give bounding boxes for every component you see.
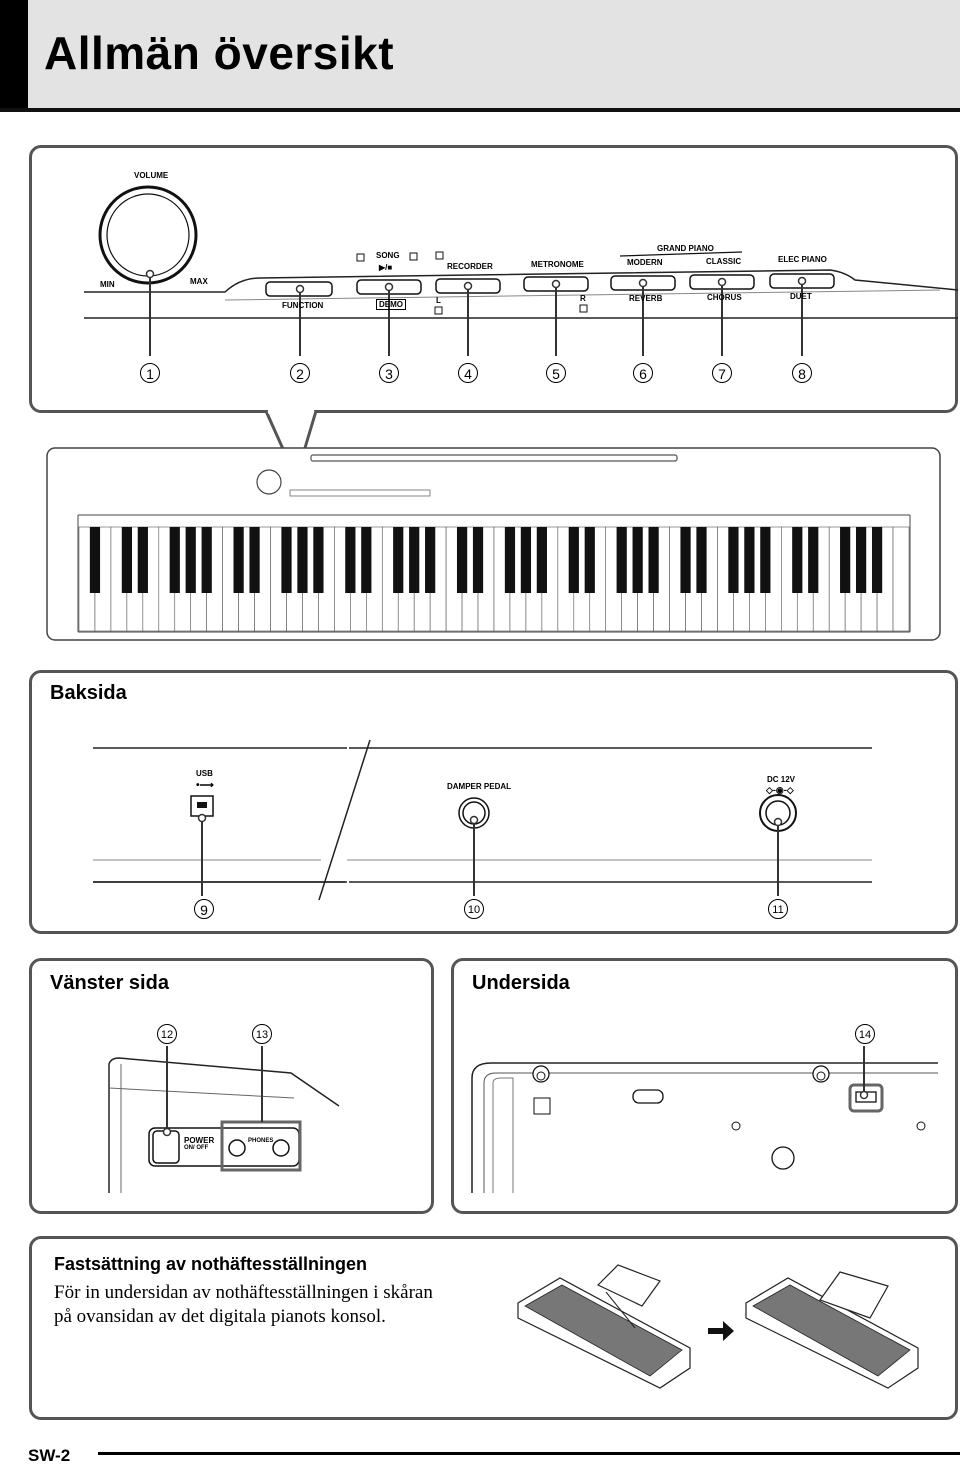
black-key xyxy=(760,527,771,593)
white-key xyxy=(892,526,910,632)
black-key xyxy=(425,527,436,593)
black-key xyxy=(361,527,372,593)
callout-8: 8 xyxy=(792,363,812,383)
back-illustration xyxy=(93,739,872,901)
black-key xyxy=(520,527,532,593)
callout-13: 13 xyxy=(252,1024,272,1044)
grand-piano-label: GRAND PIANO xyxy=(657,244,714,253)
callout-10: 10 xyxy=(464,899,484,919)
function-label: FUNCTION xyxy=(282,301,324,310)
back-title: Baksida xyxy=(50,682,127,704)
black-key xyxy=(281,527,292,593)
phones-label: PHONES xyxy=(248,1138,274,1144)
callout-4: 4 xyxy=(458,363,478,383)
play-stop-label: ▶/■ xyxy=(379,263,393,272)
callout-1: 1 xyxy=(140,363,160,383)
back-panel xyxy=(29,670,958,934)
attach-title: Fastsättning av nothäftesställningen xyxy=(54,1254,368,1274)
callout-7: 7 xyxy=(712,363,732,383)
black-key xyxy=(345,527,356,593)
callout-11: 11 xyxy=(768,899,788,919)
callout-6: 6 xyxy=(633,363,653,383)
usb-label: USB xyxy=(196,769,213,778)
piano-keyboard xyxy=(78,526,910,632)
damper-label: DAMPER PEDAL xyxy=(447,782,512,791)
black-key xyxy=(121,527,132,593)
black-key xyxy=(89,527,101,593)
elec-piano-label: ELEC PIANO xyxy=(778,255,827,264)
attach-line-2: på ovansidan av det digitala pianots kon… xyxy=(54,1306,386,1327)
black-key xyxy=(680,527,691,593)
footer-rule xyxy=(98,1452,960,1455)
dc-label: DC 12V xyxy=(767,775,796,784)
page-number: SW-2 xyxy=(28,1446,71,1465)
black-key xyxy=(584,527,595,593)
metronome-label: METRONOME xyxy=(531,260,584,269)
black-key xyxy=(616,527,627,593)
attach-line-1: För in undersidan av nothäftesställninge… xyxy=(54,1282,433,1303)
black-key xyxy=(536,527,547,593)
callout-14: 14 xyxy=(855,1024,875,1044)
left-title: Vänster sida xyxy=(50,972,169,994)
black-key xyxy=(504,527,516,593)
black-key xyxy=(456,527,468,593)
black-key xyxy=(632,527,643,593)
power-label: POWER xyxy=(184,1136,215,1145)
black-key xyxy=(233,527,244,593)
recorder-label: RECORDER xyxy=(447,262,493,271)
underside-illustration xyxy=(471,1046,938,1193)
black-key xyxy=(792,527,803,593)
r-label: R xyxy=(580,294,586,303)
demo-label: DEMO xyxy=(376,299,406,310)
song-label: SONG xyxy=(376,251,400,260)
callout-9: 9 xyxy=(194,899,214,919)
callout-12: 12 xyxy=(157,1024,177,1044)
black-key xyxy=(472,527,484,593)
black-key xyxy=(185,527,196,593)
black-key xyxy=(840,527,851,593)
black-key xyxy=(409,527,420,593)
max-label: MAX xyxy=(190,277,208,286)
black-key xyxy=(648,527,659,593)
black-key xyxy=(137,527,148,593)
callout-3: 3 xyxy=(379,363,399,383)
volume-label: VOLUME xyxy=(134,171,169,180)
left-illustration xyxy=(108,1046,340,1193)
classic-label: CLASSIC xyxy=(706,257,742,266)
black-key xyxy=(808,527,819,593)
control-panel-illustration xyxy=(46,185,959,641)
black-key xyxy=(201,527,212,593)
duet-label: DUET xyxy=(790,292,812,301)
page-title: Allmän översikt xyxy=(44,27,395,79)
black-key xyxy=(856,527,867,593)
callout-5: 5 xyxy=(546,363,566,383)
min-label: MIN xyxy=(100,280,115,289)
black-key xyxy=(249,527,260,593)
l-label: L xyxy=(436,296,441,305)
polarity-icon: ◇-◉-◇ xyxy=(766,785,794,795)
black-key xyxy=(871,527,883,593)
music-stand-illustration xyxy=(517,1264,919,1389)
black-key xyxy=(393,527,404,593)
black-key xyxy=(568,527,579,593)
modern-label: MODERN xyxy=(627,258,663,267)
usb-icon: •⟶ xyxy=(196,780,214,791)
black-key xyxy=(744,527,755,593)
underside-title: Undersida xyxy=(472,972,570,994)
black-key xyxy=(169,527,180,593)
black-key xyxy=(297,527,308,593)
header-bar xyxy=(0,0,960,112)
callout-2: 2 xyxy=(290,363,310,383)
black-key xyxy=(313,527,324,593)
chorus-label: CHORUS xyxy=(707,293,742,302)
header-block xyxy=(0,0,28,108)
black-key xyxy=(696,527,707,593)
power-sub: ON/ OFF xyxy=(184,1145,209,1151)
left-side-panel xyxy=(29,958,434,1214)
black-key xyxy=(728,527,739,593)
reverb-label: REVERB xyxy=(629,294,663,303)
